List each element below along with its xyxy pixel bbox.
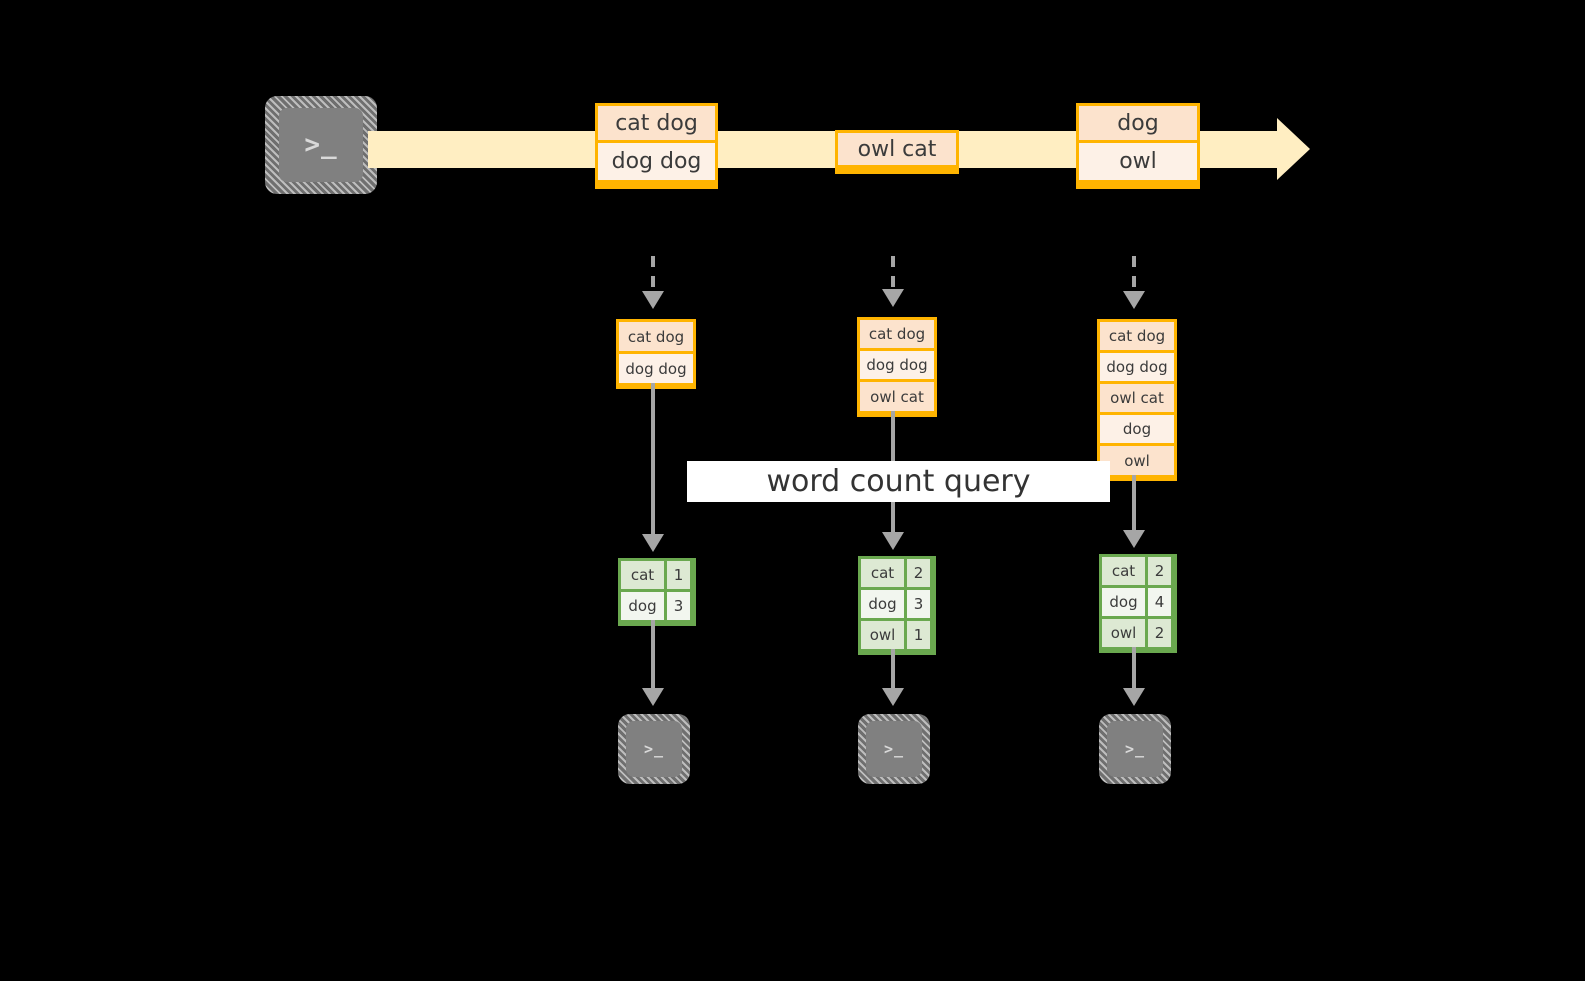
stream-message-line: owl (1079, 143, 1197, 180)
stage-2-ingest-dashed-line (891, 256, 895, 292)
buffer-line: owl cat (1100, 384, 1174, 415)
table-cell-count: 1 (667, 561, 690, 589)
buffer-line: cat dog (1100, 322, 1174, 353)
stream-message-line: dog (1079, 106, 1197, 143)
stream-message-line: dog dog (598, 143, 715, 180)
terminal-screen: >_ (279, 108, 363, 182)
table-row: cat 2 (861, 559, 933, 590)
table-cell-count: 3 (667, 592, 690, 620)
terminal-screen: >_ (1107, 721, 1163, 777)
stage-1-ingest-dashed-line (651, 256, 655, 294)
table-cell-word: owl (1102, 619, 1148, 647)
terminal-prompt-glyph: >_ (643, 739, 665, 758)
stage-2-result-table[interactable]: cat 2 dog 3 owl 1 (858, 556, 936, 655)
terminal-prompt-glyph: >_ (304, 130, 338, 160)
terminal-prompt-glyph: >_ (1124, 739, 1146, 758)
producer-terminal-icon[interactable]: >_ (265, 96, 377, 194)
table-cell-word: dog (621, 592, 667, 620)
buffer-line: dog dog (860, 351, 934, 382)
stage-2-output-arrowhead (882, 688, 904, 706)
table-cell-word: dog (861, 590, 907, 618)
stream-message-line: owl cat (838, 133, 956, 165)
table-row: cat 1 (621, 561, 693, 592)
table-cell-count: 1 (907, 621, 930, 649)
stream-message-1[interactable]: cat dog dog dog (595, 103, 718, 189)
buffer-line: cat dog (860, 320, 934, 351)
table-cell-count: 2 (1148, 557, 1171, 585)
table-row: dog 3 (861, 590, 933, 621)
table-row: dog 3 (621, 592, 693, 620)
word-count-query-label-text: word count query (766, 464, 1031, 499)
stage-3-result-table[interactable]: cat 2 dog 4 owl 2 (1099, 554, 1177, 653)
stage-2-consumer-terminal-icon[interactable]: >_ (858, 714, 930, 784)
stage-3-query-line (1132, 475, 1136, 534)
stage-3-ingest-arrowhead (1123, 291, 1145, 309)
terminal-screen: >_ (866, 721, 922, 777)
stage-1-output-line (651, 620, 655, 692)
stage-1-result-table[interactable]: cat 1 dog 3 (618, 558, 696, 626)
buffer-line: owl (1100, 446, 1174, 475)
table-cell-word: cat (621, 561, 667, 589)
stage-3-consumer-terminal-icon[interactable]: >_ (1099, 714, 1171, 784)
terminal-prompt-glyph: >_ (883, 739, 905, 758)
stage-3-ingest-dashed-line (1132, 256, 1136, 294)
stage-2-query-arrowhead (882, 532, 904, 550)
table-cell-word: dog (1102, 588, 1148, 616)
buffer-line: dog dog (619, 354, 693, 383)
stage-1-buffer[interactable]: cat dog dog dog (616, 319, 696, 389)
stage-3-output-line (1132, 647, 1136, 692)
stage-1-output-arrowhead (642, 688, 664, 706)
stage-3-buffer[interactable]: cat dog dog dog owl cat dog owl (1097, 319, 1177, 481)
stage-2-ingest-arrowhead (882, 289, 904, 307)
table-row: owl 1 (861, 621, 933, 649)
stage-3-output-arrowhead (1123, 688, 1145, 706)
table-cell-count: 3 (907, 590, 930, 618)
buffer-line: dog (1100, 415, 1174, 446)
stream-message-2[interactable]: owl cat (835, 130, 959, 174)
buffer-line: owl cat (860, 382, 934, 411)
stream-message-3[interactable]: dog owl (1076, 103, 1200, 189)
stage-2-output-line (891, 649, 895, 692)
table-cell-word: cat (1102, 557, 1148, 585)
buffer-line: cat dog (619, 322, 693, 354)
word-count-query-label: word count query (687, 461, 1110, 502)
table-cell-word: cat (861, 559, 907, 587)
stage-1-query-line (651, 383, 655, 538)
table-cell-count: 4 (1148, 588, 1171, 616)
buffer-line: dog dog (1100, 353, 1174, 384)
table-cell-word: owl (861, 621, 907, 649)
table-row: cat 2 (1102, 557, 1174, 588)
table-cell-count: 2 (907, 559, 930, 587)
stage-2-buffer[interactable]: cat dog dog dog owl cat (857, 317, 937, 417)
stream-message-line: cat dog (598, 106, 715, 143)
terminal-screen: >_ (626, 721, 682, 777)
stage-1-consumer-terminal-icon[interactable]: >_ (618, 714, 690, 784)
stage-3-query-arrowhead (1123, 530, 1145, 548)
stream-arrow-head (1277, 118, 1310, 180)
stage-1-query-arrowhead (642, 534, 664, 552)
stage-1-ingest-arrowhead (642, 291, 664, 309)
table-row: dog 4 (1102, 588, 1174, 619)
table-row: owl 2 (1102, 619, 1174, 647)
table-cell-count: 2 (1148, 619, 1171, 647)
